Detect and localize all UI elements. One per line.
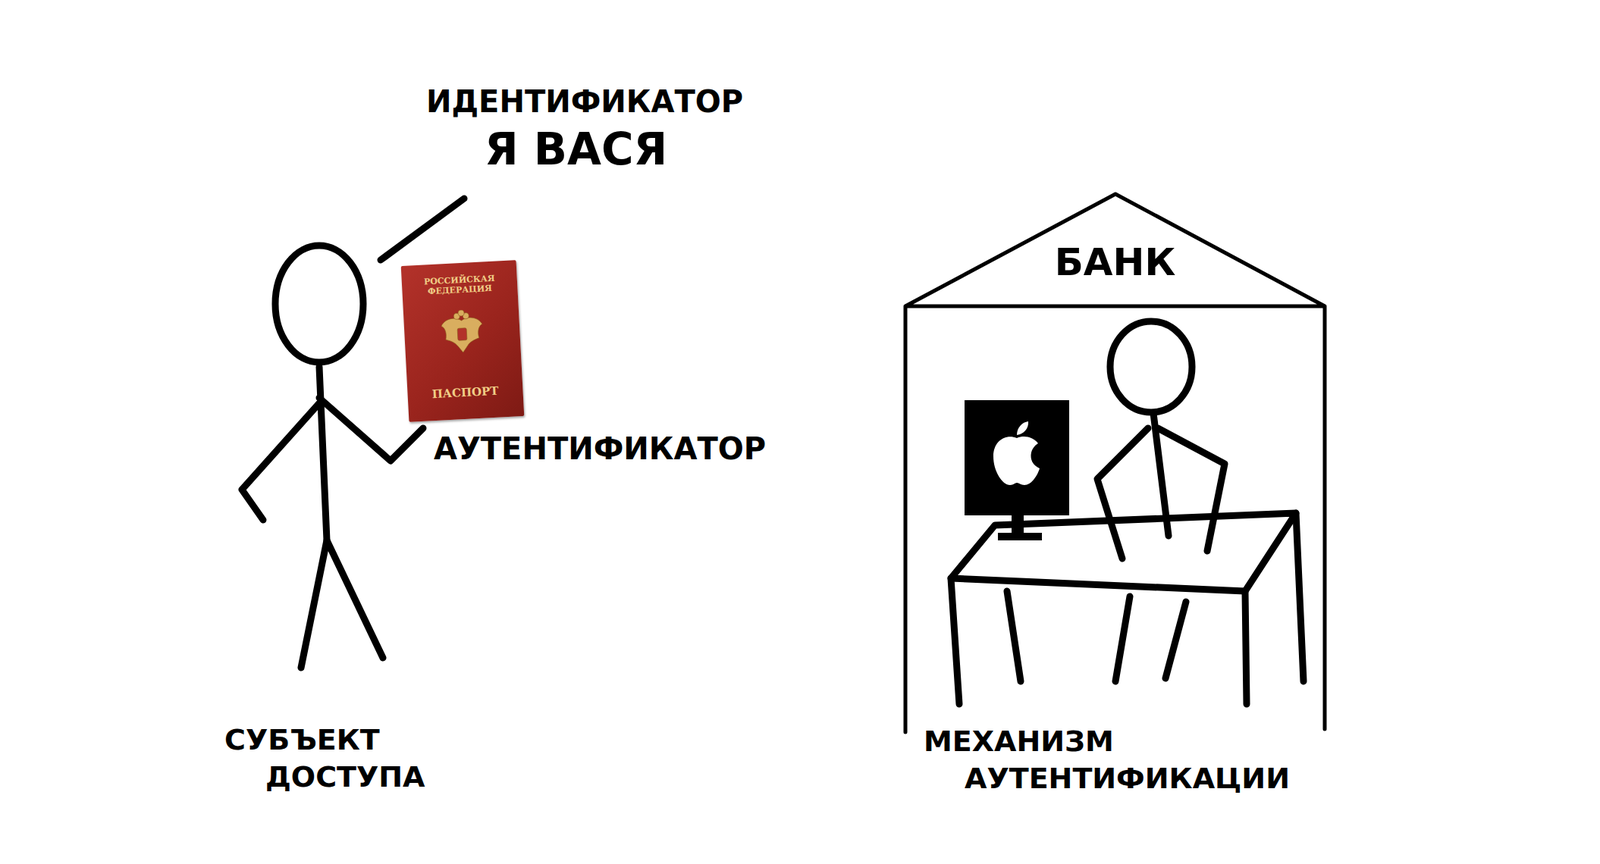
- passport-country: РОССИЙСКАЯ ФЕДЕРАЦИЯ: [410, 272, 509, 299]
- text-label: СУБЪЕКТ ДОСТУПА: [224, 721, 455, 797]
- text-label: Я ВАСЯ: [484, 121, 668, 179]
- clerk-legs: [1115, 596, 1186, 682]
- eagle: [440, 309, 484, 355]
- bank-name: БАНК: [897, 241, 1333, 286]
- figure-left-arm: [241, 403, 320, 521]
- coat-of-arms: [438, 308, 487, 358]
- figure-right-arm: [319, 398, 424, 462]
- eagle-shield: [457, 328, 468, 342]
- desk-top: [950, 513, 1296, 592]
- passport-title: ПАСПОРТ: [416, 383, 515, 403]
- eagle-wings: [440, 316, 484, 354]
- figure-legs: [301, 540, 383, 669]
- figure-head: [275, 245, 364, 363]
- crown-top: [458, 310, 465, 317]
- clerk-right-arm: [1157, 428, 1225, 552]
- figure-body: [319, 367, 327, 541]
- clerk-left-arm: [1097, 428, 1149, 559]
- passport-book: РОССИЙСКАЯ ФЕДЕРАЦИЯ ПАСПОРТ: [401, 260, 525, 423]
- text-label: МЕХАНИЗМ АУТЕНТИФИКАЦИИ: [923, 723, 1291, 799]
- clerk-head: [1110, 321, 1193, 413]
- speech-line: [380, 198, 465, 261]
- text-label: АУТЕНТИФИКАТОР: [433, 429, 766, 469]
- text-label: ИДЕНТИФИКАТОР: [426, 81, 744, 122]
- bank-building: БАНК: [897, 186, 1333, 738]
- computer-monitor: [964, 400, 1070, 541]
- desk-legs: [950, 513, 1304, 705]
- apple-logo: [993, 421, 1040, 486]
